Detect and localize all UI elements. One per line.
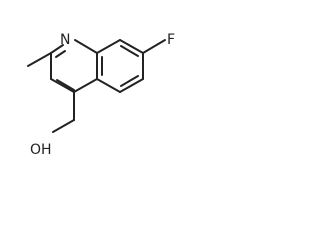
double-bond-c6-c5: [120, 75, 139, 87]
bond-c5-c4a: [96, 78, 121, 93]
bond-c6-f: [142, 39, 166, 54]
bond-c6-c5: [119, 78, 144, 93]
bond-ch2-oh: [52, 119, 75, 133]
bond-c2-n: [50, 44, 64, 54]
bond-n-c8a: [74, 39, 98, 54]
bond-c2-methyl: [27, 52, 52, 67]
bond-c8-c7: [119, 39, 144, 54]
double-bond-c3-c4: [56, 79, 75, 91]
nitrogen-atom-label: N: [60, 32, 70, 48]
bond-c4-c3: [50, 78, 75, 93]
hydroxyl-group-label: OH: [30, 142, 52, 158]
double-bond-c2-n: [55, 50, 66, 58]
fluorine-atom-label: F: [167, 32, 175, 48]
chemical-structure: F N OH: [27, 32, 175, 158]
bond-c8a-c8: [96, 39, 121, 54]
bond-c4a-c4: [73, 78, 98, 93]
double-bond-c8-c7: [120, 45, 139, 57]
